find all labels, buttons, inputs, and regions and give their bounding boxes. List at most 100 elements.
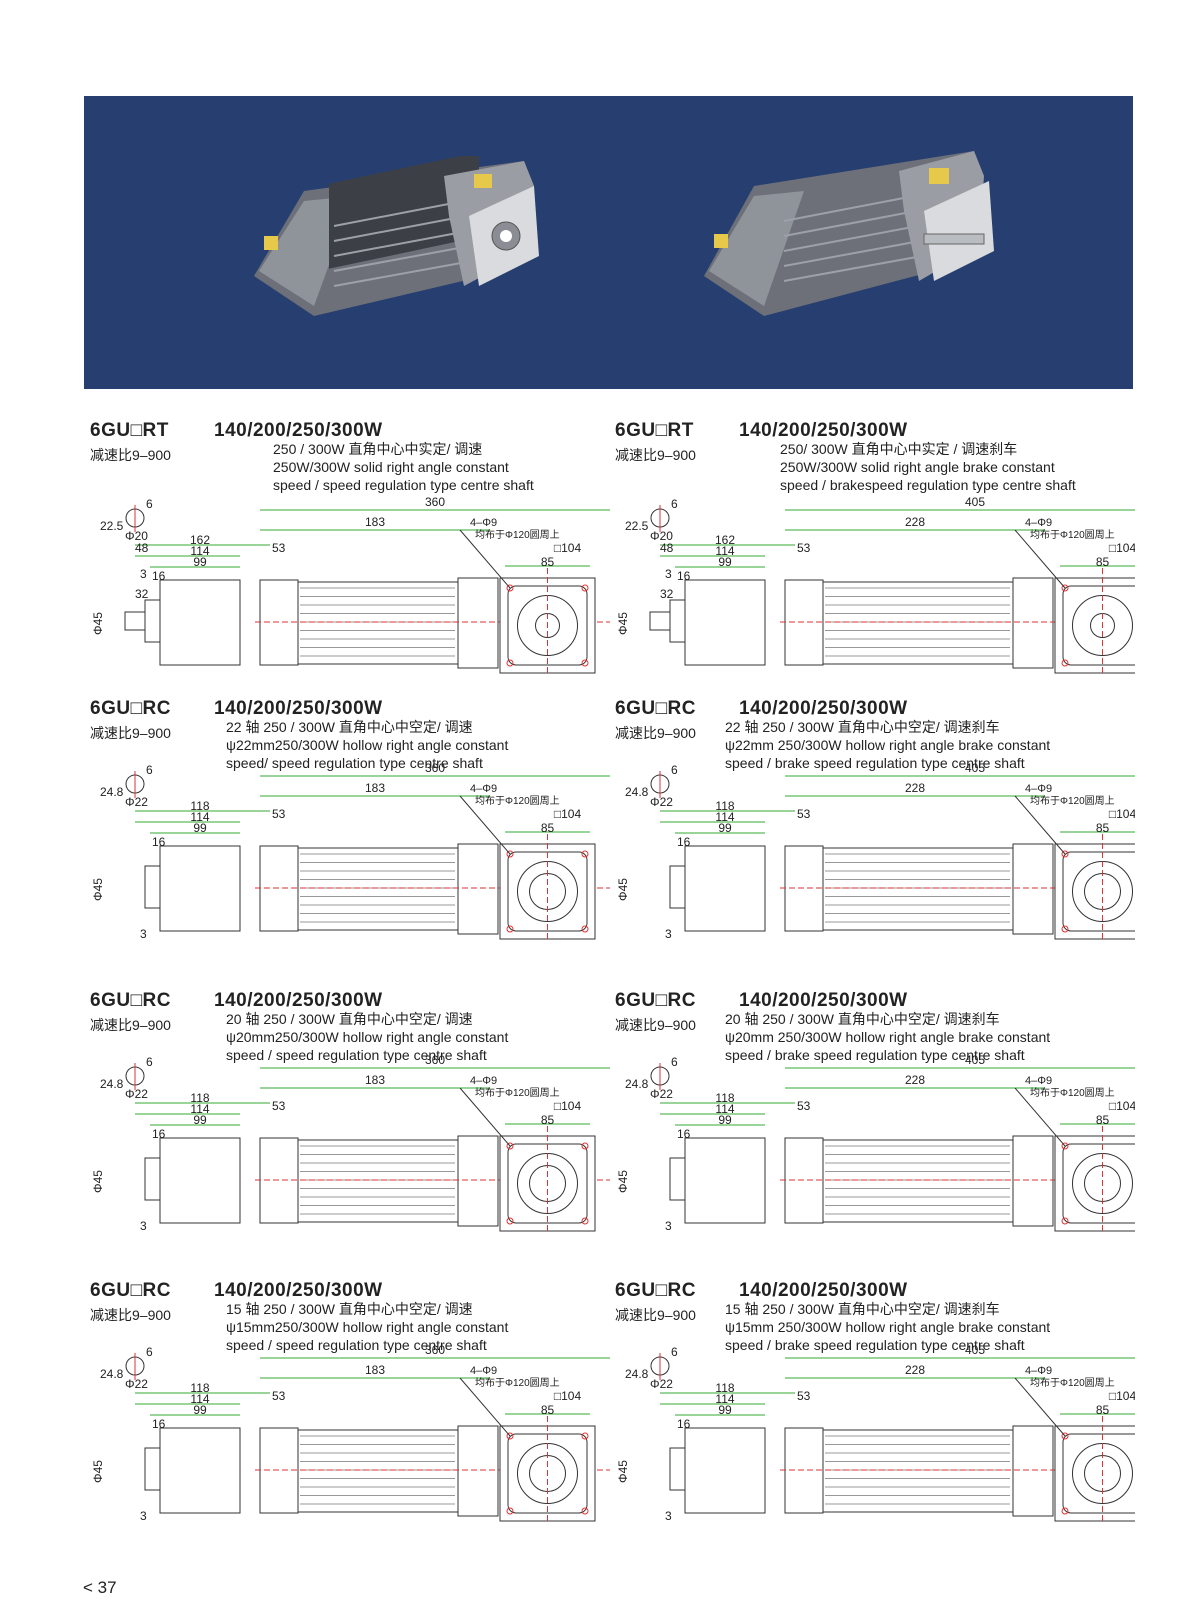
- dim-height: 114: [715, 544, 734, 558]
- description-line-en-1: ψ22mm 250/300W hollow right angle brake …: [725, 737, 1051, 753]
- model-title: 6GU□RC: [90, 1280, 171, 1301]
- side-view-body: [159, 845, 241, 932]
- model-title: 6GU□RC: [615, 990, 696, 1011]
- dim-flange-offset: 53: [797, 807, 811, 821]
- dim-boss-diameter: Φ45: [91, 612, 105, 635]
- dim-height: 114: [190, 810, 209, 824]
- dim-square-label: □104: [1109, 1389, 1135, 1403]
- dim-key-width: 6: [146, 763, 153, 777]
- reduction-ratio: 减速比9–900: [615, 725, 696, 741]
- dim-shaft-diameter: Φ22: [125, 1087, 148, 1101]
- description-line-en-1: 250W/300W solid right angle brake consta…: [780, 459, 1055, 475]
- model-title: 6GU□RT: [615, 420, 694, 441]
- description-line-cn: 22 轴 250 / 300W 直角中心中空定/ 调速: [226, 719, 473, 735]
- dim-pcd-label: 均布于Φ120圆周上: [1030, 1377, 1115, 1389]
- side-view-body: [684, 845, 766, 932]
- gearbox-flange: [1054, 1425, 1135, 1522]
- dim-inner-label: 85: [1096, 1113, 1110, 1127]
- dim-inner-label: 85: [1096, 555, 1110, 569]
- power-range: 140/200/250/300W: [739, 698, 908, 719]
- dim-boss-diameter: Φ45: [616, 1170, 630, 1193]
- side-view-shaft-boss: [669, 1447, 686, 1491]
- dim-motor-length-label: 183: [365, 515, 385, 529]
- dim-height: 99: [193, 555, 207, 569]
- mounting-hole: [581, 1432, 589, 1440]
- side-view-shaft-boss: [144, 865, 161, 909]
- model-title: 6GU□RC: [90, 698, 171, 719]
- leader-line: [1014, 1377, 1066, 1437]
- dim-shaft-diameter: Φ22: [650, 1377, 673, 1391]
- mounting-hole: [506, 1142, 514, 1150]
- dim-boss-diameter: Φ45: [616, 878, 630, 901]
- mounting-hole: [1061, 1142, 1069, 1150]
- dim-square-label: □104: [554, 807, 582, 821]
- dim-square-label: □104: [1109, 1099, 1135, 1113]
- gearbox-neck: [457, 577, 499, 669]
- dim-key-height: 22.5: [100, 519, 124, 533]
- description-line-cn: 250/ 300W 直角中心中实定 / 调速刹车: [780, 441, 1018, 457]
- mounting-hole: [1061, 584, 1069, 592]
- dim-holes-label: 4–Φ9: [1025, 1075, 1052, 1087]
- model-title: 6GU□RC: [615, 1280, 696, 1301]
- leader-line: [1014, 1087, 1066, 1147]
- description-line-en-1: ψ22mm250/300W hollow right angle constan…: [226, 737, 509, 753]
- model-title: 6GU□RT: [90, 420, 169, 441]
- description-line-en-1: 250W/300W solid right angle constant: [273, 459, 509, 475]
- dim-square-label: □104: [1109, 541, 1135, 555]
- dim-offset: 3: [665, 927, 672, 941]
- dim-pcd-label: 均布于Φ120圆周上: [475, 529, 560, 541]
- dim-offset: 16: [677, 569, 691, 583]
- gearbox-flange: [1054, 1135, 1135, 1232]
- mounting-hole: [1061, 1507, 1069, 1515]
- dim-key-height: 24.8: [100, 1367, 124, 1381]
- model-title: 6GU□RC: [615, 698, 696, 719]
- dim-height: 118: [190, 1091, 209, 1105]
- description-line-en-2: speed/ speed regulation type centre shaf…: [226, 755, 483, 771]
- dim-offset: 16: [677, 835, 691, 849]
- mounting-hole: [506, 925, 514, 933]
- dim-offset: 3: [665, 567, 672, 581]
- dim-flange-offset: 53: [272, 1389, 286, 1403]
- dim-pcd-label: 均布于Φ120圆周上: [1030, 795, 1115, 807]
- side-view-body: [684, 1427, 766, 1514]
- side-view-body: [159, 579, 241, 666]
- mounting-hole: [1061, 1432, 1069, 1440]
- power-range: 140/200/250/300W: [739, 1280, 908, 1301]
- dim-height: 114: [715, 810, 734, 824]
- dim-total-length-label: 405: [965, 495, 985, 509]
- dim-motor-length-label: 228: [905, 781, 925, 795]
- dim-height: 99: [718, 555, 732, 569]
- dim-width: 48: [660, 541, 674, 555]
- dim-offset: 16: [152, 1127, 166, 1141]
- mounting-hole: [581, 584, 589, 592]
- description-line-en-2: speed / brakespeed regulation type centr…: [780, 477, 1076, 493]
- dim-pcd-label: 均布于Φ120圆周上: [1030, 529, 1115, 541]
- dim-total-length-label: 360: [425, 1053, 445, 1067]
- power-range: 140/200/250/300W: [214, 1280, 383, 1301]
- dim-key-height: 24.8: [625, 785, 649, 799]
- dim-flange-offset: 53: [797, 541, 811, 555]
- dim-boss-diameter: Φ45: [91, 878, 105, 901]
- dim-shaft-length: 32: [135, 587, 149, 601]
- dim-height: 118: [190, 799, 209, 813]
- dim-holes-label: 4–Φ9: [470, 517, 497, 529]
- dim-pcd-label: 均布于Φ120圆周上: [1030, 1087, 1115, 1099]
- dim-height: 114: [715, 1392, 734, 1406]
- dim-square-label: □104: [554, 1389, 582, 1403]
- power-range: 140/200/250/300W: [214, 420, 383, 441]
- dim-flange-offset: 53: [272, 1099, 286, 1113]
- dim-height: 118: [190, 1381, 209, 1395]
- dim-height: 118: [715, 1381, 734, 1395]
- dim-offset: 16: [152, 835, 166, 849]
- side-view-shaft-boss: [669, 599, 686, 643]
- motor-body: [822, 1139, 1014, 1223]
- side-view-body: [684, 579, 766, 666]
- dim-offset: 3: [140, 927, 147, 941]
- dim-total-length-label: 405: [965, 1343, 985, 1357]
- mounting-hole: [581, 925, 589, 933]
- dim-offset: 3: [140, 1219, 147, 1233]
